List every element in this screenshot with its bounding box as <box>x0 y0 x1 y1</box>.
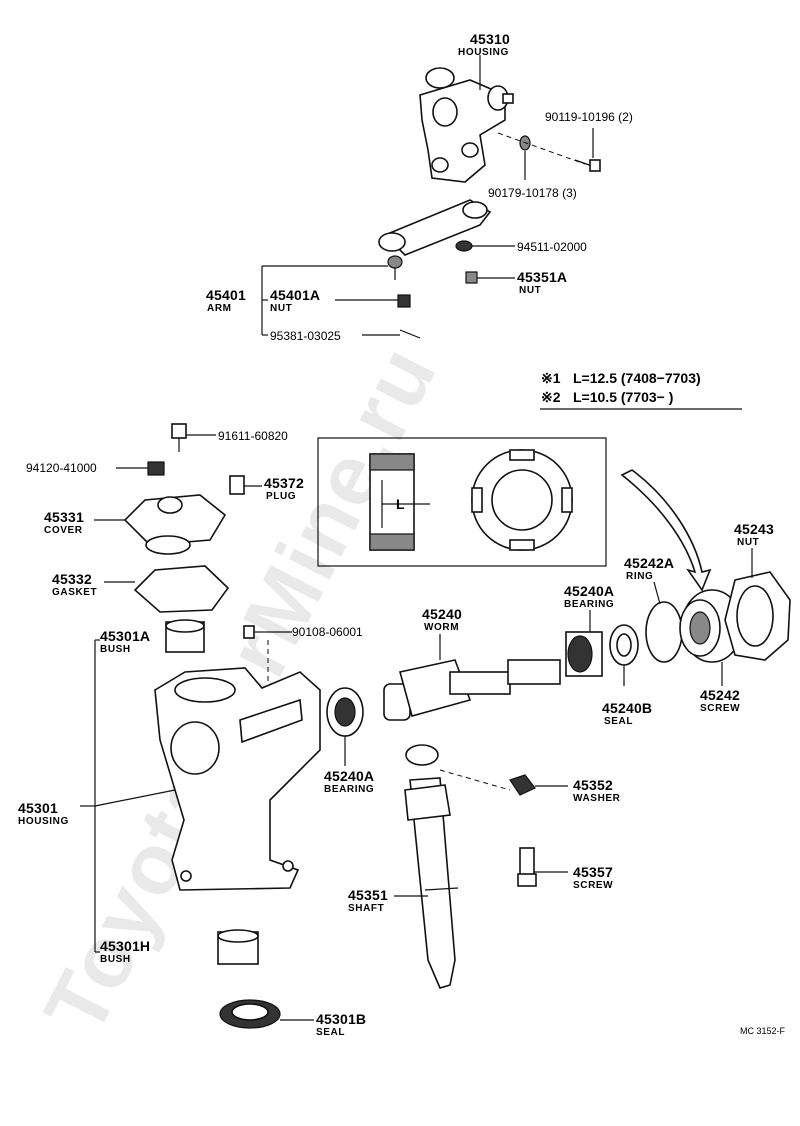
part-number-45331: 45331 <box>44 509 84 525</box>
note-1-text: L=12.5 (7408−7703) <box>573 370 701 386</box>
part-number-45240A-top: 45240A <box>564 583 614 599</box>
part-number-90119: 90119-10196 (2) <box>545 110 633 124</box>
part-number-94120: 94120-41000 <box>26 461 97 475</box>
part-name-45301B: SEAL <box>316 1027 345 1038</box>
pitman-arm-drawing <box>378 199 492 280</box>
inset-end-view <box>471 449 573 551</box>
part-number-94511: 94511-02000 <box>517 240 587 254</box>
part-number-45240A-bottom: 45240A <box>324 768 374 784</box>
bearing-45240A-right <box>565 631 603 677</box>
note-2-text: L=10.5 (7703− ) <box>573 389 673 405</box>
bolt-91611 <box>171 423 187 452</box>
part-number-45401A: 45401A <box>270 287 320 303</box>
nut-45401A <box>397 294 411 308</box>
bolt-90108 <box>243 625 268 639</box>
part-name-45240A-top: BEARING <box>564 599 614 610</box>
part-number-91611: 91611-60820 <box>218 429 288 443</box>
part-name-45372: PLUG <box>266 491 296 502</box>
part-number-45310: 45310 <box>470 31 510 47</box>
adjusting-screw-45242 <box>679 589 743 663</box>
part-name-45301A: BUSH <box>100 644 131 655</box>
part-number-45301B: 45301B <box>316 1011 366 1027</box>
worm-shaft-45240 <box>383 659 561 721</box>
part-name-45301H: BUSH <box>100 954 131 965</box>
part-name-45243: NUT <box>737 537 759 548</box>
part-number-95381: 95381-03025 <box>270 329 341 343</box>
part-number-45372: 45372 <box>264 475 304 491</box>
part-number-90179: 90179-10178 (3) <box>488 186 577 200</box>
nut-45351A <box>465 271 478 284</box>
part-number-45240B: 45240B <box>602 700 652 716</box>
part-number-45301: 45301 <box>18 800 58 816</box>
plug-45372 <box>229 475 245 495</box>
adjusting-screw-45357 <box>517 847 537 887</box>
part-name-45332: GASKET <box>52 587 97 598</box>
part-name-45331: COVER <box>44 525 83 536</box>
part-name-45401: ARM <box>207 303 232 314</box>
part-number-45352: 45352 <box>573 777 613 793</box>
part-name-45240A-bottom: BEARING <box>324 784 374 795</box>
part-number-45243: 45243 <box>734 521 774 537</box>
direction-arrow <box>620 469 712 592</box>
bearing-45240A-left <box>326 687 364 737</box>
part-number-45301H: 45301H <box>100 938 150 954</box>
part-name-45401A: NUT <box>270 303 292 314</box>
part-name-45240B: SEAL <box>604 716 633 727</box>
seal-45240B <box>609 624 639 666</box>
ring-45242A <box>645 601 683 663</box>
side-cover-45331 <box>123 494 227 555</box>
gasket-45332 <box>133 565 230 613</box>
part-number-45357: 45357 <box>573 864 613 880</box>
part-name-45351A: NUT <box>519 285 541 296</box>
part-name-45310: HOUSING <box>458 47 509 58</box>
part-name-45242: SCREW <box>700 703 740 714</box>
washer-94511 <box>455 240 473 252</box>
part-name-45351: SHAFT <box>348 903 384 914</box>
part-number-45240: 45240 <box>422 606 462 622</box>
washer-45352 <box>509 774 536 796</box>
cotter-pin-95381 <box>399 329 421 339</box>
note-1-mark: ※1 <box>541 370 561 386</box>
detail-inset-box <box>317 437 607 567</box>
inset-section-view <box>369 453 430 551</box>
part-number-45242: 45242 <box>700 687 740 703</box>
part-number-45401: 45401 <box>206 287 246 303</box>
gear-housing-45301 <box>154 667 321 891</box>
part-name-45357: SCREW <box>573 880 613 891</box>
part-name-45242A: RING <box>626 571 653 582</box>
part-name-45240: WORM <box>424 622 459 633</box>
inset-dimension-label: L <box>396 496 405 512</box>
drawing-code: MC 3152-F <box>740 1026 786 1036</box>
part-number-45351A: 45351A <box>517 269 567 285</box>
part-number-90108: 90108-06001 <box>292 625 363 639</box>
part-number-45242A: 45242A <box>624 555 674 571</box>
part-name-45301: HOUSING <box>18 816 69 827</box>
seal-45301B <box>219 999 281 1029</box>
sector-shaft-45351 <box>404 744 459 989</box>
gear-housing-assembly-drawing <box>419 67 514 183</box>
lock-nut-45243 <box>724 571 791 661</box>
part-number-45332: 45332 <box>52 571 92 587</box>
note-2-mark: ※2 <box>541 389 561 405</box>
nut-94120 <box>147 461 165 476</box>
part-number-45301A: 45301A <box>100 628 150 644</box>
part-number-45351: 45351 <box>348 887 388 903</box>
part-name-45352: WASHER <box>573 793 621 804</box>
